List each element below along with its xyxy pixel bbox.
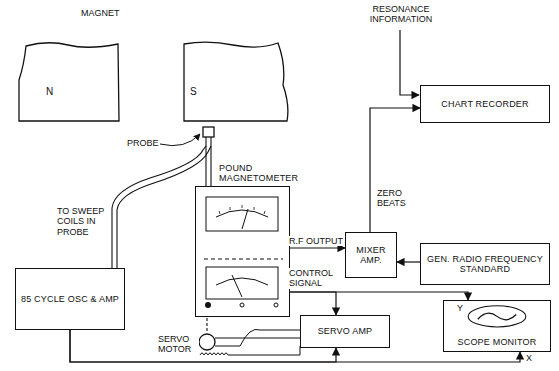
magnetometer-box [195, 186, 290, 317]
frequency-standard-box: GEN. RADIO FREQUENCY STANDARD [420, 243, 550, 285]
servo-motor-symbol [199, 334, 215, 350]
magnet-pole: N [18, 40, 120, 122]
motor-wires [215, 329, 300, 355]
pole-outline [183, 40, 291, 122]
box-label: CHART RECORDER [441, 99, 528, 109]
section-title: MAGNET [80, 8, 121, 18]
unit-heading: POUND MAGNETOMETER [219, 163, 290, 184]
note-label: TO SWEEP COILS IN PROBE [56, 206, 110, 237]
signal-label: CONTROL SIGNAL [288, 268, 336, 289]
signal-line [397, 261, 420, 262]
mixer-amp-box: MIXER AMP. [345, 232, 397, 278]
meter-faces [196, 187, 289, 316]
input-label: Y [456, 303, 464, 313]
box-label: S [190, 86, 197, 98]
servo-amp-box: SERVO AMP [300, 315, 390, 348]
box-label: SCOPE MONITOR [458, 337, 537, 347]
signal-line [290, 292, 468, 300]
magnetometer-unit: POUND MAGNETOMETER [195, 162, 290, 317]
oscillator-box: 85 CYCLE OSC & AMP [15, 268, 125, 330]
leader-line [160, 134, 200, 146]
signal-line [290, 247, 345, 248]
part-label: SERVO MOTOR [157, 334, 199, 355]
input-label: X [525, 353, 533, 363]
signal-line [70, 330, 336, 362]
box-label: SERVO AMP [318, 326, 373, 336]
resonance-arrow [400, 30, 419, 95]
box-label: 85 CYCLE OSC & AMP [21, 294, 119, 304]
motor-coil [200, 353, 230, 355]
servo-coupling [206, 318, 207, 333]
signal-line [290, 292, 336, 315]
probe-head [203, 127, 214, 137]
box-label: MIXER AMP. [350, 245, 392, 266]
sweep-cable [112, 146, 206, 268]
box-label: N [46, 86, 53, 98]
signal-label: RESONANCE INFORMATION [358, 4, 444, 25]
signal-line [370, 108, 420, 232]
magnet-pole: S [183, 40, 291, 122]
chart-recorder-box: CHART RECORDER [420, 85, 550, 123]
part-label: PROBE [126, 138, 160, 148]
probe-leads [206, 137, 211, 186]
pole-outline [18, 40, 120, 122]
signal-label: R.F OUTPUT [288, 236, 344, 246]
box-label: GEN. RADIO FREQUENCY STANDARD [425, 254, 545, 275]
signal-label: ZERO BEATS [376, 188, 418, 209]
